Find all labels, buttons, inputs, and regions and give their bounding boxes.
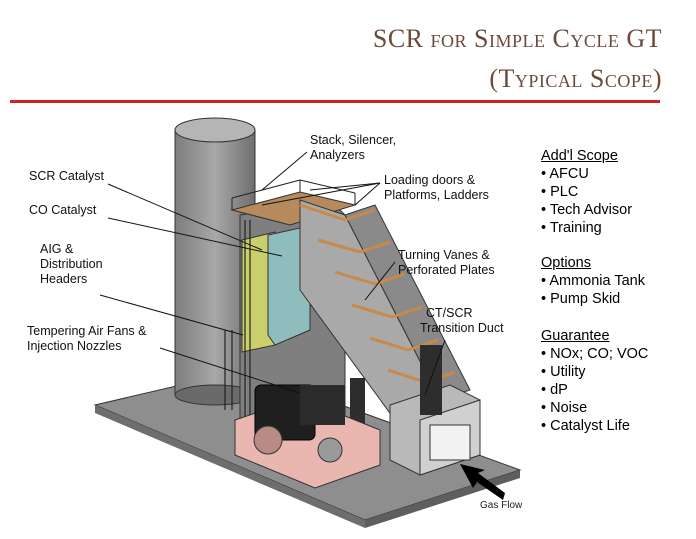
callout-leaders — [99, 151, 446, 396]
options-list: Options Ammonia Tank Pump Skid — [541, 254, 645, 308]
title-underline — [10, 100, 660, 103]
list-item: PLC — [541, 183, 632, 201]
label-co-catalyst: CO Catalyst — [29, 203, 97, 217]
list-item: Tech Advisor — [541, 201, 632, 219]
label-tempering-air: Tempering Air Fans &Injection Nozzles — [27, 324, 147, 353]
label-gas-flow: Gas Flow — [480, 500, 523, 511]
guarantee-heading: Guarantee — [541, 328, 610, 344]
tall-duct-column — [420, 345, 442, 415]
list-item: AFCU — [541, 165, 632, 183]
duct-flange-rings — [299, 203, 456, 384]
list-item: Utility — [541, 363, 648, 381]
list-item: Ammonia Tank — [541, 272, 645, 290]
list-item: dP — [541, 381, 648, 399]
list-item: NOx; CO; VOC — [541, 345, 648, 363]
label-stack: Stack, Silencer,Analyzers — [310, 133, 397, 162]
label-scr-catalyst: SCR Catalyst — [29, 169, 105, 183]
title-rest: for Simple Cycle GT — [423, 24, 662, 53]
list-item: Training — [541, 219, 632, 237]
gas-flow-arrow — [460, 464, 505, 500]
options-heading: Options — [541, 255, 591, 271]
label-turning-vanes: Turning Vanes &Perforated Plates — [398, 248, 495, 277]
title-scr: SCR — [372, 24, 424, 53]
label-loading-doors: Loading doors &Platforms, Ladders — [384, 173, 489, 202]
guarantee-list: Guarantee NOx; CO; VOC Utility dP Noise … — [541, 327, 648, 435]
list-item: Pump Skid — [541, 290, 645, 308]
additional-scope-list: Add'l Scope AFCU PLC Tech Advisor Traini… — [541, 147, 632, 237]
list-item: Catalyst Life — [541, 417, 648, 435]
additional-scope-heading: Add'l Scope — [541, 148, 618, 164]
slide-title-line1: SCR for Simple Cycle GT — [373, 24, 662, 54]
slide-title-line2: (Typical Scope) — [489, 64, 662, 93]
list-item: Noise — [541, 399, 648, 417]
